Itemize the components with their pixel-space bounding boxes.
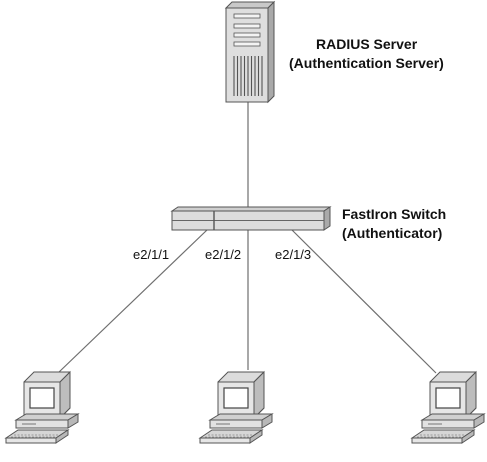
server-tower-icon <box>224 0 276 104</box>
client-computer-2 <box>199 371 273 444</box>
client-computer-3 <box>411 371 485 444</box>
port-label-3: e2/1/3 <box>275 247 311 262</box>
port-label-2: e2/1/2 <box>205 247 241 262</box>
server-name-label: RADIUS Server <box>316 36 418 52</box>
link-line-port-1 <box>57 229 208 374</box>
server-role-label: (Authentication Server) <box>289 55 444 71</box>
switch-name-label: FastIron Switch <box>342 206 446 222</box>
network-switch-icon <box>170 206 332 231</box>
switch-role-label: (Authenticator) <box>342 225 442 241</box>
client-computer-1 <box>5 371 79 444</box>
port-label-1: e2/1/1 <box>133 247 169 262</box>
link-line-port-3 <box>291 229 437 374</box>
